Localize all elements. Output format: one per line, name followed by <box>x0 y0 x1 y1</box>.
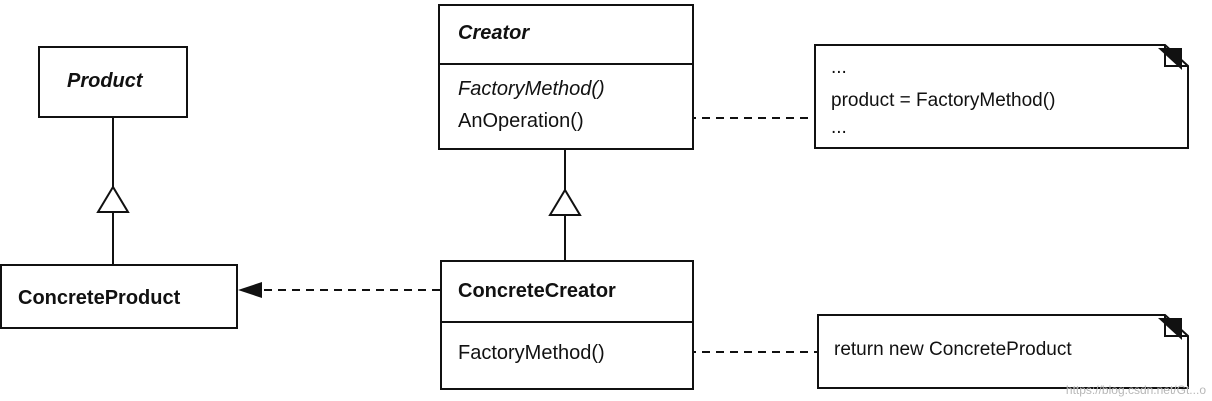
concrete-product-class-name: ConcreteProduct <box>18 287 181 309</box>
product-class: Product <box>38 46 188 118</box>
creator-note: ... product = FactoryMethod() ... <box>815 45 1188 148</box>
concrete-creator-operation-factorymethod: FactoryMethod() <box>458 342 605 364</box>
creator-note-line: product = FactoryMethod() <box>831 90 1056 111</box>
concrete-creator-note: return new ConcreteProduct <box>818 315 1188 388</box>
creator-class-divider <box>440 63 692 65</box>
product-class-name: Product <box>67 70 143 92</box>
concrete-creator-note-line: return new ConcreteProduct <box>834 339 1072 360</box>
creator-generalization-arrow <box>548 188 582 216</box>
dependency-arrowhead <box>238 282 262 298</box>
creator-note-line: ... <box>831 57 847 78</box>
product-generalization-arrow <box>96 185 130 213</box>
creator-note-shape <box>814 44 1189 149</box>
watermark: https://blog.csdn.net/Gt...o <box>1065 383 1206 397</box>
concrete-creator-class-name: ConcreteCreator <box>458 280 616 302</box>
concrete-creator-class: ConcreteCreator FactoryMethod() <box>440 260 694 390</box>
concrete-creator-note-shape <box>817 314 1189 389</box>
concrete-creator-class-divider <box>442 321 692 323</box>
creator-note-line: ... <box>831 117 847 138</box>
creator-class: Creator FactoryMethod() AnOperation() <box>438 4 694 150</box>
creator-operation-factorymethod: FactoryMethod() <box>458 78 605 100</box>
creator-class-name: Creator <box>458 22 530 44</box>
concrete-product-class: ConcreteProduct <box>0 264 238 329</box>
creator-operation-anoperation: AnOperation() <box>458 110 584 132</box>
